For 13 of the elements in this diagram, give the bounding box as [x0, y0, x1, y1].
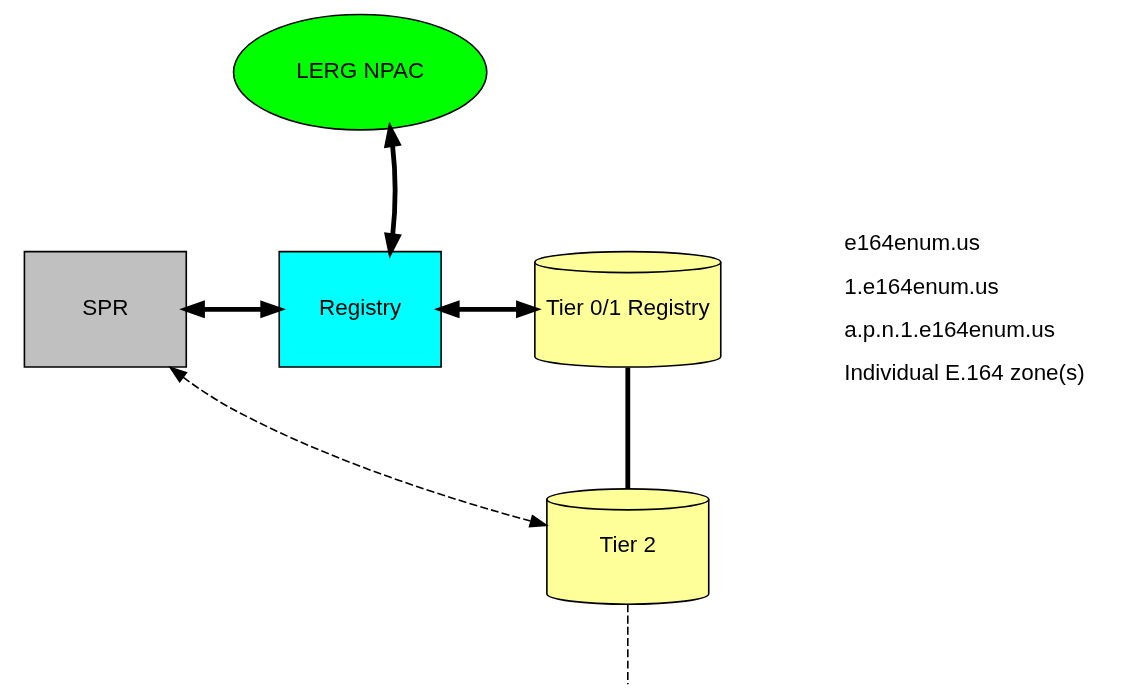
node-box: SPR — [23, 250, 187, 368]
label: a.p.n.1.e164enum.us — [843, 316, 1055, 342]
label: Individual E.164 zone(s) — [843, 360, 1085, 386]
node-ellipse: LERG NPAC — [232, 13, 488, 131]
arrow — [383, 121, 402, 259]
node-box: Registry — [277, 250, 442, 368]
label: 1.e164enum.us — [843, 273, 999, 299]
label: e164enum.us — [843, 230, 980, 256]
arrow — [178, 300, 286, 319]
connector — [624, 367, 630, 489]
arrow — [433, 300, 542, 319]
connector — [626, 603, 629, 686]
arrow — [167, 366, 549, 528]
